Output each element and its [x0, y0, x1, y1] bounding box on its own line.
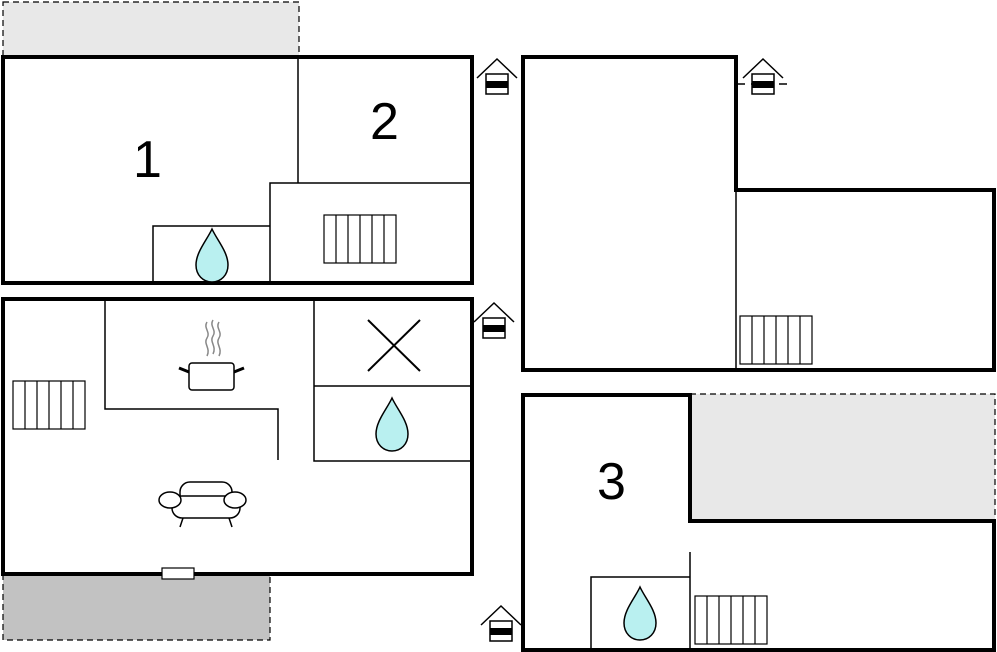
- building-bottom-right: [521, 393, 996, 652]
- x-mark-icon: [367, 319, 421, 372]
- entrance-house-icon: [473, 302, 515, 339]
- entrance-house-icon: [737, 58, 790, 95]
- door-marker: [161, 567, 195, 580]
- room-number-2: 2: [370, 93, 399, 151]
- building-middle-left: [1, 297, 474, 580]
- room-number-3: 3: [597, 453, 626, 511]
- building-top-right: [521, 55, 996, 372]
- entrance-house-icon: [480, 605, 522, 642]
- radiator-icon: [739, 315, 813, 365]
- outdoor-area-top-left: [2, 1, 300, 59]
- building-top-left: [1, 55, 474, 285]
- sofa-icon: [158, 481, 247, 528]
- room-number-1: 1: [133, 131, 162, 189]
- entrance-house-icon: [476, 58, 518, 95]
- radiator-icon: [694, 595, 768, 645]
- radiator-icon: [12, 380, 86, 430]
- water-drop-icon: [195, 228, 229, 283]
- water-drop-icon: [623, 586, 657, 641]
- radiator-icon: [323, 214, 397, 264]
- outdoor-area-bottom-left: [2, 573, 271, 641]
- outdoor-area-right: [689, 393, 996, 521]
- cooking-pot-icon: [178, 319, 245, 391]
- water-drop-icon: [375, 397, 409, 452]
